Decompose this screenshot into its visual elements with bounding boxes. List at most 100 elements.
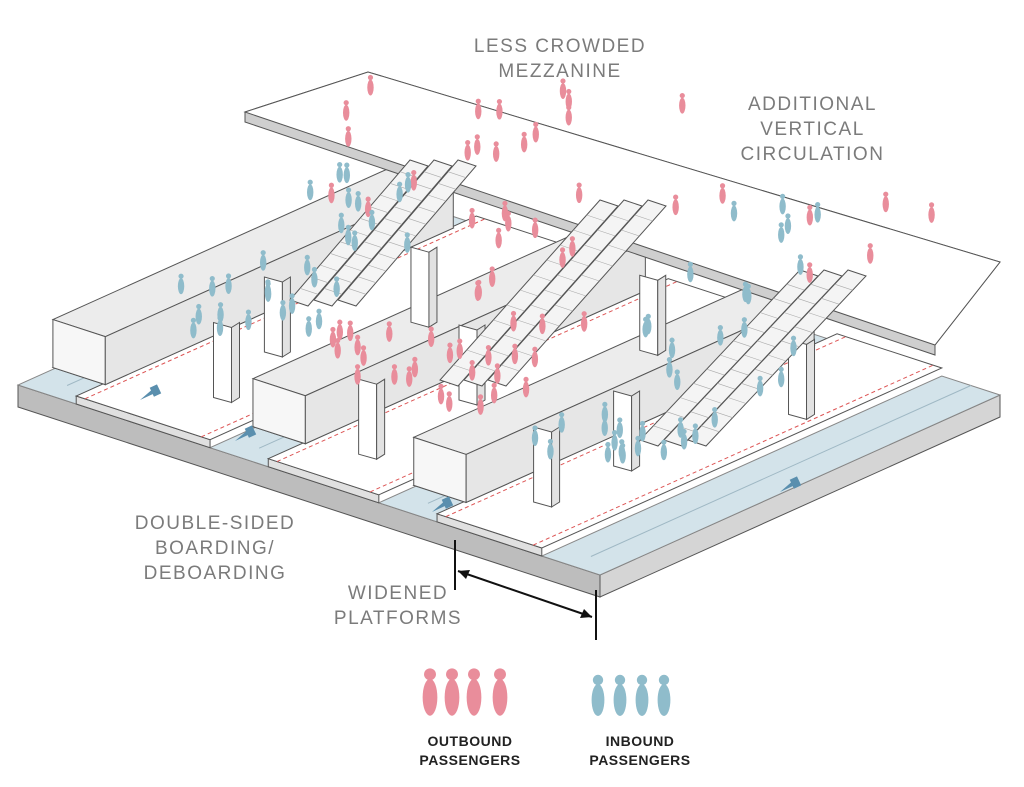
escalator-step <box>719 354 739 362</box>
escalator-step <box>757 340 776 348</box>
escalator-step <box>733 340 752 348</box>
escalator-step <box>714 411 733 418</box>
person-figure <box>333 280 340 297</box>
person-figure <box>404 236 411 253</box>
person-head <box>717 325 723 331</box>
escalator-step <box>501 364 520 372</box>
person-figure <box>719 187 726 204</box>
person-figure <box>547 443 554 460</box>
label-line: LESS CROWDED <box>473 36 647 57</box>
person-figure <box>410 174 417 191</box>
person-figure <box>510 315 517 332</box>
label-line: MEZZANINE <box>498 61 622 82</box>
person-head <box>581 311 587 317</box>
person-figure <box>468 212 476 229</box>
escalator-step <box>693 383 712 390</box>
escalator-step <box>666 411 685 418</box>
person-figure <box>784 218 792 235</box>
person-figure <box>520 136 528 153</box>
person-figure <box>575 187 583 204</box>
person-figure <box>611 434 618 451</box>
person-head <box>345 126 351 132</box>
person-figure <box>680 433 688 450</box>
person-head <box>779 193 786 199</box>
person-head <box>468 668 480 681</box>
person-figure <box>531 351 539 368</box>
column-side <box>806 338 816 421</box>
escalator-step <box>353 253 373 260</box>
person-head <box>335 337 341 344</box>
person-head <box>712 406 718 413</box>
person-figure <box>490 387 498 404</box>
person-head <box>643 316 649 322</box>
person-figure <box>867 247 874 264</box>
escalator-step <box>543 289 563 297</box>
person-figure <box>679 97 686 114</box>
person-head <box>560 78 566 84</box>
person-figure <box>613 684 627 716</box>
person-figure <box>882 196 889 213</box>
person-figure <box>279 304 287 321</box>
escalator-step <box>767 354 787 362</box>
column-side <box>657 274 667 357</box>
person-head <box>447 342 453 348</box>
person-head <box>867 243 873 249</box>
escalator-step <box>794 326 813 333</box>
person-head <box>523 376 529 382</box>
person-figure <box>580 315 588 332</box>
person-head <box>692 423 698 429</box>
person-figure <box>386 325 393 342</box>
escalator-step <box>653 425 672 433</box>
escalator-step <box>703 397 723 404</box>
escalator-step <box>759 312 779 319</box>
escalator-step <box>583 244 603 252</box>
person-head <box>815 202 821 208</box>
escalator-step <box>581 274 600 282</box>
person-head <box>532 425 538 431</box>
person-figure <box>360 349 367 366</box>
person-head <box>602 401 608 407</box>
escalator-step <box>807 312 827 319</box>
person-figure <box>474 138 481 155</box>
person-figure <box>687 266 694 283</box>
person-head <box>438 383 444 389</box>
column <box>358 378 378 460</box>
legend-line: PASSENGERS <box>419 752 521 768</box>
person-figure <box>288 297 296 314</box>
person-head <box>469 207 475 214</box>
person-figure <box>511 348 519 365</box>
person-head <box>673 194 679 200</box>
label-line: VERTICAL <box>760 119 865 140</box>
person-head <box>512 343 518 349</box>
person-figure <box>674 373 681 390</box>
person-figure <box>354 339 361 356</box>
person-figure <box>345 229 352 246</box>
person-head <box>493 141 499 147</box>
escalator-step <box>319 264 339 272</box>
person-head <box>661 439 667 445</box>
person-figure <box>338 217 345 234</box>
escalator-step <box>453 364 472 372</box>
person-figure <box>711 411 718 428</box>
label-line: WIDENED <box>347 583 449 604</box>
person-head <box>337 319 343 325</box>
person-figure <box>404 176 412 193</box>
escalator-step <box>770 326 789 333</box>
person-figure <box>422 678 438 716</box>
escalator-step <box>573 229 592 237</box>
person-head <box>658 674 670 686</box>
escalator-step <box>690 411 709 418</box>
person-head <box>807 262 813 268</box>
person-figure <box>345 192 352 209</box>
escalator-step <box>754 368 773 376</box>
escalator-step <box>679 397 699 404</box>
escalator-step <box>379 194 399 202</box>
person-figure <box>565 109 572 126</box>
person-figure <box>209 280 216 297</box>
escalator-step <box>477 364 496 372</box>
person-head <box>521 131 527 137</box>
legend-line: INBOUND <box>605 733 675 749</box>
person-head <box>566 88 572 95</box>
person-figure <box>364 201 372 218</box>
